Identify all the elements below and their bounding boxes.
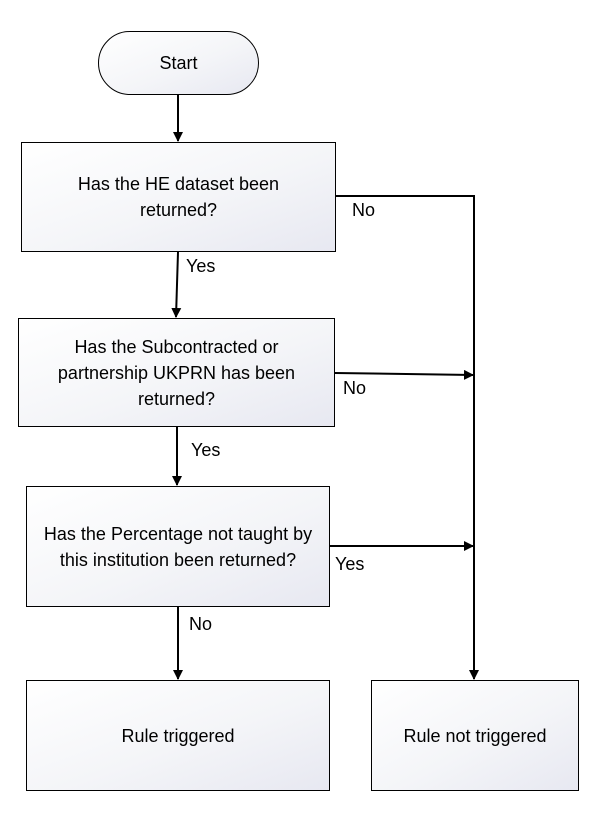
decision-ukprn-label: Has the Subcontracted or partnership UKP… — [57, 336, 296, 409]
edge-label-he-dataset-no: No — [352, 200, 376, 220]
edge-label-he-dataset-yes: Yes — [186, 256, 216, 276]
edge-label-ukprn-yes: Yes — [191, 440, 221, 460]
rule-not-triggered-label: Rule not triggered — [403, 725, 547, 746]
connector-he-dataset-yes — [171, 251, 182, 318]
edge-label-percentage-no: No — [189, 614, 213, 634]
connector-ukprn-no — [334, 369, 474, 380]
process-rule-not-triggered: Rule not triggered — [371, 680, 579, 791]
start-label: Start — [159, 53, 198, 73]
decision-percentage: Has the Percentage not taught by this in… — [26, 486, 330, 607]
decision-he-dataset: Has the HE dataset been returned? — [21, 142, 336, 252]
process-rule-triggered: Rule triggered — [26, 680, 330, 791]
decision-he-dataset-label: Has the HE dataset been returned? — [77, 174, 280, 220]
decision-ukprn: Has the Subcontracted or partnership UKP… — [18, 318, 335, 427]
start-terminator: Start — [98, 31, 259, 95]
decision-percentage-label: Has the Percentage not taught by this in… — [43, 523, 313, 570]
edge-label-ukprn-no: No — [343, 378, 367, 398]
connector-he-dataset-no — [336, 195, 479, 680]
edge-label-percentage-yes: Yes — [335, 554, 365, 574]
rule-triggered-label: Rule triggered — [121, 725, 235, 746]
